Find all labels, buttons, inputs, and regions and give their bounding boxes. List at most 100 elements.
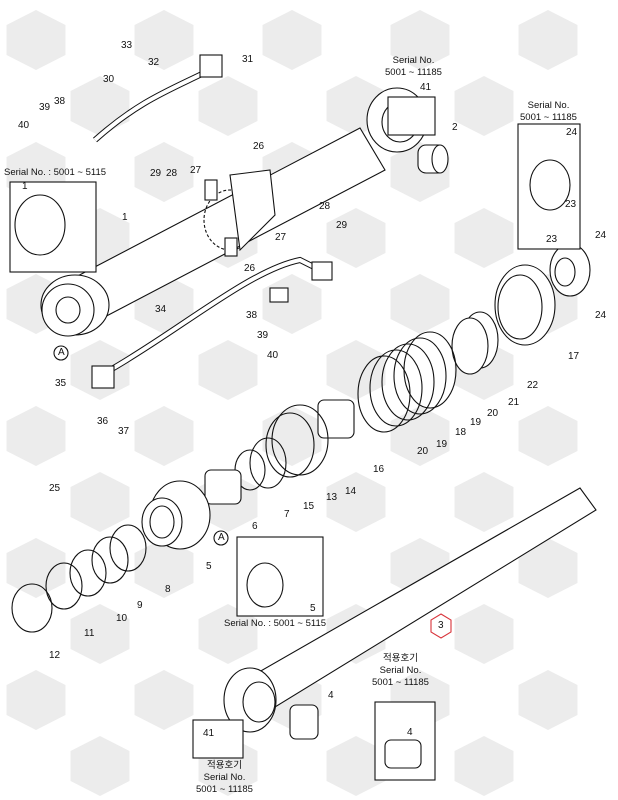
part-label[interactable]: 35: [55, 378, 67, 389]
part-label[interactable]: 22: [527, 380, 539, 391]
watermark-hexagon: [70, 76, 130, 136]
serial-note-5: Serial No. : 5001 ~ 5115: [224, 618, 327, 629]
part-label[interactable]: 24: [595, 310, 607, 321]
part-label[interactable]: 26: [244, 263, 256, 274]
part-label[interactable]: 40: [18, 120, 30, 131]
watermark-hexagon: [6, 670, 66, 730]
inset-box-41-bottom: [192, 719, 244, 759]
watermark-hexagon: [454, 208, 514, 268]
watermark-hexagon: [326, 340, 386, 400]
part-label[interactable]: 20: [487, 408, 499, 419]
part-label[interactable]: 1: [22, 181, 28, 192]
watermark-hexagon: [390, 406, 450, 466]
rod-head-5: [11, 480, 211, 633]
watermark-hexagon: [198, 604, 258, 664]
clamp-assembly: [203, 169, 276, 257]
watermark-hexagon: [198, 76, 258, 136]
part-label[interactable]: 29: [336, 220, 348, 231]
part-label[interactable]: 20: [417, 446, 429, 457]
watermark-hexagon: [390, 10, 450, 70]
piston-assembly: [204, 243, 591, 505]
part-label[interactable]: 37: [118, 426, 130, 437]
watermark-hexagon: [134, 406, 194, 466]
part-label[interactable]: 16: [373, 464, 385, 475]
watermark-hexagon: [70, 736, 130, 796]
part-label[interactable]: 24: [566, 127, 578, 138]
part-label[interactable]: 26: [253, 141, 265, 152]
serial-note-1: Serial No. : 5001 ~ 5115: [4, 167, 107, 178]
part-label[interactable]: 41: [203, 728, 215, 739]
watermark-hexagon: [518, 670, 578, 730]
part-label[interactable]: 38: [246, 310, 258, 321]
part-label[interactable]: 39: [39, 102, 51, 113]
part-label[interactable]: 1: [122, 212, 128, 223]
part-label[interactable]: 6: [252, 521, 258, 532]
bushing-4: [289, 704, 319, 740]
part-label[interactable]: 31: [242, 54, 254, 65]
part-label[interactable]: 30: [103, 74, 115, 85]
part-label[interactable]: 33: [121, 40, 133, 51]
watermark-hexagon: [262, 274, 322, 334]
part-label[interactable]: 19: [436, 439, 448, 450]
part-label[interactable]: 19: [470, 417, 482, 428]
part-label[interactable]: 5: [206, 561, 212, 572]
part-label[interactable]: 40: [267, 350, 279, 361]
part-label[interactable]: 29: [150, 168, 162, 179]
part-label[interactable]: 34: [155, 304, 167, 315]
watermark-hexagon: [70, 472, 130, 532]
bushing-2: [417, 144, 449, 174]
watermark-hexagon: [6, 10, 66, 70]
part-label[interactable]: 2: [452, 122, 458, 133]
watermark-hexagon: [6, 406, 66, 466]
part-label[interactable]: 28: [319, 201, 331, 212]
watermark-hexagon: [70, 604, 130, 664]
part-label[interactable]: 17: [568, 351, 580, 362]
part-label[interactable]: 14: [345, 486, 357, 497]
part-label[interactable]: 4: [328, 690, 334, 701]
watermark-hexagon: [326, 472, 386, 532]
part-label[interactable]: 23: [565, 199, 577, 210]
part-label[interactable]: 12: [49, 650, 61, 661]
part-label[interactable]: 39: [257, 330, 269, 341]
part-label[interactable]: 5: [310, 603, 316, 614]
watermark-hexagon: [454, 604, 514, 664]
part-label[interactable]: A: [218, 532, 225, 543]
part-label[interactable]: 15: [303, 501, 315, 512]
part-label-3-highlighted[interactable]: 3: [438, 620, 444, 631]
part-label[interactable]: 13: [326, 492, 338, 503]
part-label[interactable]: 32: [148, 57, 160, 68]
watermark-hexagon: [518, 538, 578, 598]
serial-note-23: Serial No.5001 ~ 11185: [520, 100, 577, 123]
part-label[interactable]: 28: [166, 168, 178, 179]
watermark-hexagon: [454, 76, 514, 136]
piston-rod-3: [223, 487, 597, 733]
part-label[interactable]: 24: [595, 230, 607, 241]
highlight-hexagon: [430, 613, 452, 639]
watermark-hexagon: [454, 736, 514, 796]
watermark-hexagon: [262, 406, 322, 466]
watermark-hexagon: [326, 208, 386, 268]
part-label[interactable]: 9: [137, 600, 143, 611]
serial-note-41-top: Serial No.5001 ~ 11185: [385, 55, 442, 78]
watermark-hexagon: [134, 10, 194, 70]
part-label[interactable]: 4: [407, 727, 413, 738]
part-label[interactable]: 27: [190, 165, 202, 176]
flange-block: [199, 54, 223, 78]
part-label[interactable]: 41: [420, 82, 432, 93]
part-label[interactable]: 38: [54, 96, 66, 107]
part-label[interactable]: 21: [508, 397, 520, 408]
part-label[interactable]: 10: [116, 613, 128, 624]
part-label[interactable]: 8: [165, 584, 171, 595]
part-label[interactable]: 25: [49, 483, 61, 494]
watermark-hexagon: [390, 274, 450, 334]
watermark-hexagon: [134, 670, 194, 730]
part-label[interactable]: 36: [97, 416, 109, 427]
part-label[interactable]: 11: [84, 628, 95, 639]
part-label[interactable]: 7: [284, 509, 290, 520]
part-label[interactable]: 23: [546, 234, 558, 245]
part-label[interactable]: 18: [455, 427, 467, 438]
watermark-hexagon: [454, 472, 514, 532]
part-label[interactable]: 27: [275, 232, 287, 243]
part-label[interactable]: A: [58, 347, 65, 358]
